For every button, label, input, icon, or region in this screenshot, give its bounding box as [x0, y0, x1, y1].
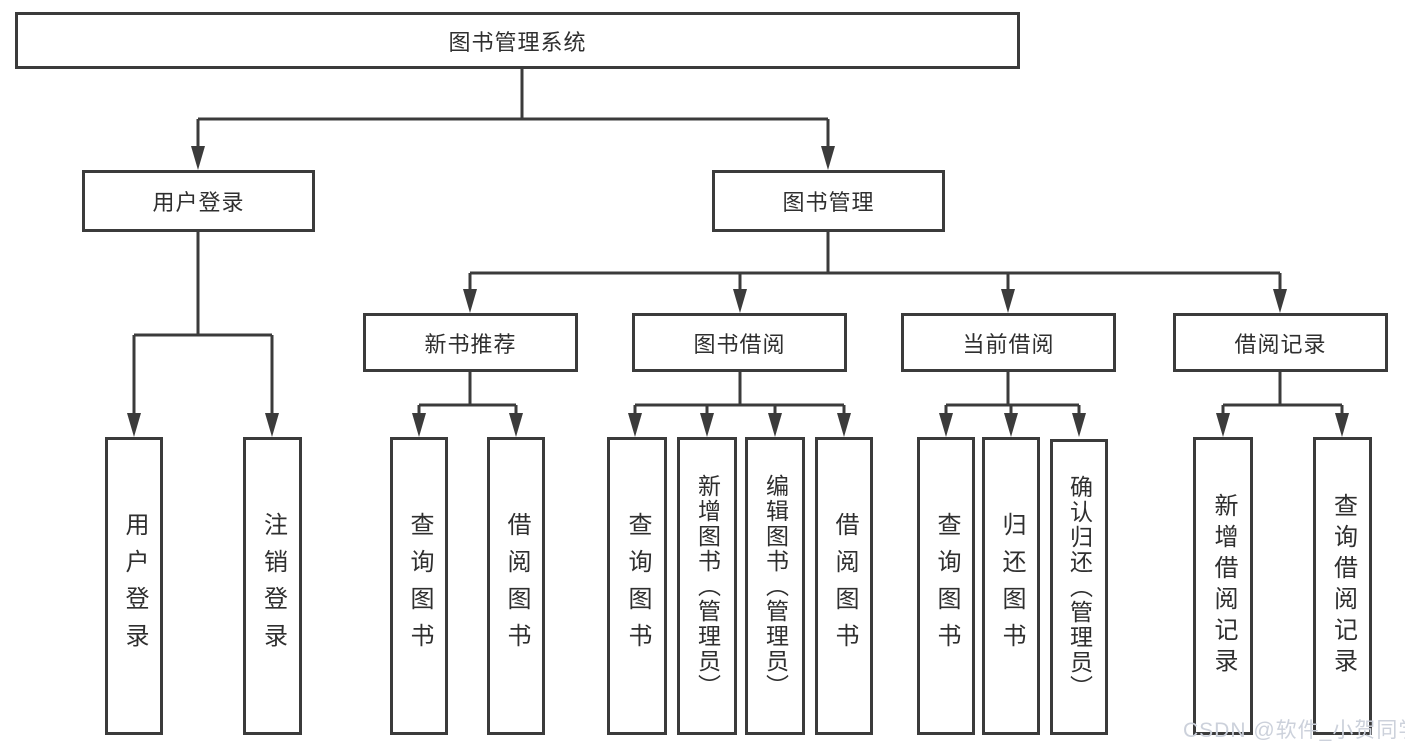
- node-user-login-label: 用户登录: [152, 190, 245, 215]
- leaf-br-query-record-label: 查询借阅记录: [1329, 493, 1357, 679]
- leaf-cb-return-books-label: 归还图书: [998, 512, 1025, 660]
- leaf-bb-borrow-books-label: 借阅图书: [831, 512, 858, 660]
- leaf-nb-borrow-books: 借阅图书: [487, 437, 545, 735]
- connector-borrow-records-branch: [1221, 372, 1344, 417]
- leaf-bb-edit-books: 编辑图书（管理员）: [745, 437, 805, 735]
- node-borrow-records: 借阅记录: [1173, 313, 1388, 372]
- connector-book-mgmt-branch: [468, 232, 1282, 293]
- node-book-management-label: 图书管理: [782, 190, 875, 215]
- leaf-user-login: 用户登录: [105, 437, 163, 735]
- leaf-bb-add-books: 新增图书（管理员）: [677, 437, 737, 735]
- leaf-br-add-record-label: 新增借阅记录: [1210, 493, 1237, 679]
- leaf-cb-query-books: 查询图书: [917, 437, 975, 735]
- leaf-bb-edit-books-label: 编辑图书（管理员）: [762, 473, 789, 699]
- node-user-login: 用户登录: [82, 170, 315, 232]
- node-current-borrow-label: 当前借阅: [962, 331, 1055, 357]
- leaf-nb-borrow-books-label: 借阅图书: [503, 512, 530, 660]
- leaf-br-add-record: 新增借阅记录: [1193, 437, 1253, 735]
- leaf-nb-query-books-label: 查询图书: [406, 512, 433, 660]
- leaf-bb-add-books-label: 新增图书（管理员）: [694, 473, 721, 699]
- connector-root-stem: [196, 69, 830, 150]
- leaf-nb-query-books: 查询图书: [390, 437, 448, 735]
- csdn-watermark: CSDN @软件_小贺同学: [1183, 719, 1405, 742]
- node-book-borrow-label: 图书借阅: [693, 331, 786, 357]
- node-current-borrow: 当前借阅: [901, 313, 1116, 372]
- leaf-cb-confirm-return: 确认归还（管理员）: [1050, 439, 1108, 735]
- connector-new-books-branch: [417, 372, 518, 417]
- node-borrow-records-label: 借阅记录: [1234, 331, 1327, 357]
- connector-user-login-branch: [132, 232, 274, 417]
- leaf-bb-query-books: 查询图书: [607, 437, 667, 735]
- node-new-book-recommend-label: 新书推荐: [424, 331, 517, 357]
- node-book-borrow: 图书借阅: [632, 313, 847, 372]
- node-root-system-label: 图书管理系统: [448, 29, 587, 55]
- leaf-logout-label: 注销登录: [259, 512, 287, 660]
- leaf-bb-borrow-books: 借阅图书: [815, 437, 873, 735]
- leaf-logout: 注销登录: [243, 437, 302, 735]
- leaf-cb-return-books: 归还图书: [982, 437, 1040, 735]
- leaf-bb-query-books-label: 查询图书: [624, 512, 651, 660]
- connector-book-borrow-branch: [633, 372, 846, 417]
- leaf-br-query-record: 查询借阅记录: [1313, 437, 1372, 735]
- node-root-system: 图书管理系统: [15, 12, 1020, 69]
- connector-current-borrow-branch: [944, 372, 1081, 417]
- leaf-cb-query-books-label: 查询图书: [933, 512, 960, 660]
- arrow-heads: [127, 146, 1349, 437]
- node-new-book-recommend: 新书推荐: [363, 313, 578, 372]
- node-book-management: 图书管理: [712, 170, 945, 232]
- leaf-user-login-label: 用户登录: [121, 512, 148, 660]
- leaf-cb-confirm-return-label: 确认归还（管理员）: [1066, 474, 1093, 700]
